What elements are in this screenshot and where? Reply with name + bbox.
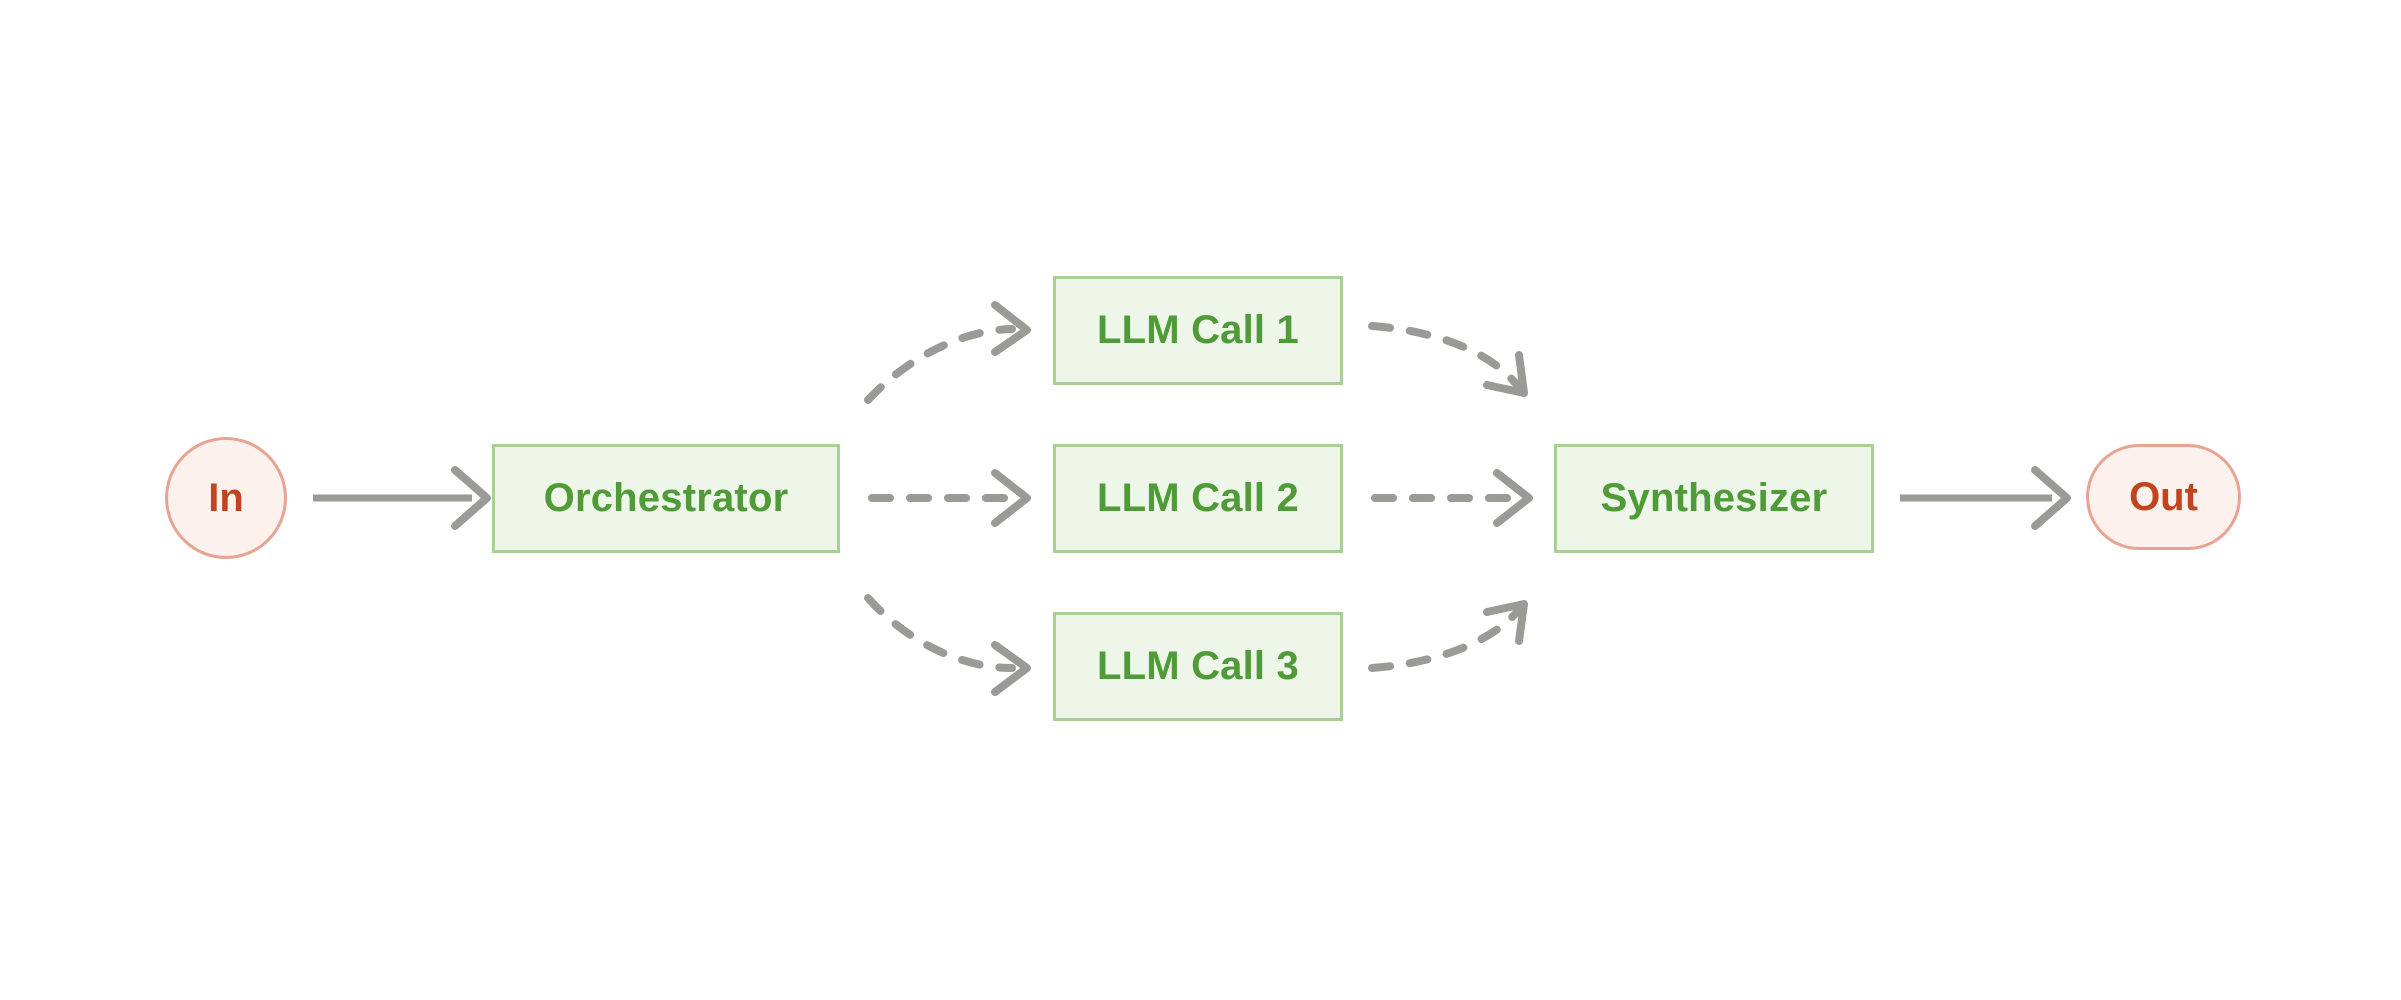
edge-llm-call-2-to-synthesizer: [1371, 469, 1533, 527]
edge-orchestrator-to-llm-call-1: [864, 301, 1031, 404]
node-llm-call-2-label: LLM Call 2: [1096, 476, 1300, 520]
edge-synthesizer-to-out: [1900, 466, 2071, 530]
edge-orchestrator-to-llm-call-3: [864, 594, 1031, 696]
node-llm-call-2[interactable]: LLM Call 2: [1053, 444, 1343, 553]
node-synthesizer-label: Synthesizer: [1600, 476, 1828, 520]
edge-llm-call-3-to-synthesizer: [1368, 600, 1528, 672]
node-in-label: In: [208, 475, 244, 520]
edge-in-to-orchestrator: [313, 466, 491, 530]
node-llm-call-1[interactable]: LLM Call 1: [1053, 276, 1343, 385]
node-synthesizer[interactable]: Synthesizer: [1554, 444, 1874, 553]
node-llm-call-3-label: LLM Call 3: [1096, 644, 1300, 688]
edge-llm-call-1-to-synthesizer: [1368, 322, 1528, 397]
node-llm-call-1-label: LLM Call 1: [1096, 308, 1300, 352]
node-in[interactable]: In: [165, 437, 287, 559]
node-out[interactable]: Out: [2086, 444, 2241, 550]
node-llm-call-3[interactable]: LLM Call 3: [1053, 612, 1343, 721]
node-orchestrator[interactable]: Orchestrator: [492, 444, 840, 553]
edge-orchestrator-to-llm-call-2: [868, 469, 1031, 527]
node-out-label: Out: [2129, 474, 2198, 519]
node-orchestrator-label: Orchestrator: [543, 476, 789, 520]
